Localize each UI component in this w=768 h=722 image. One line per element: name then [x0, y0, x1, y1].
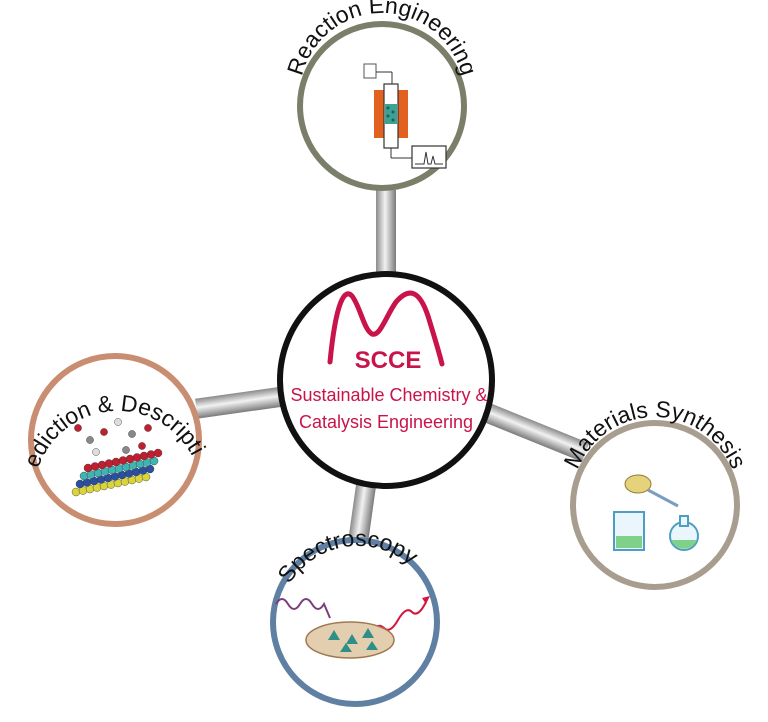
- surface-atom: [79, 471, 89, 481]
- light-sample-icon: [275, 596, 430, 659]
- hub-title-line-2: Catalysis Engineering: [299, 412, 473, 432]
- connector-prediction: [195, 385, 293, 419]
- molecule-atom: [128, 430, 136, 438]
- surface-atom: [104, 459, 114, 468]
- hub-logo-text: SCCE: [355, 347, 422, 374]
- surface-atom: [97, 460, 107, 470]
- surface-atom: [139, 451, 149, 461]
- surface-atom: [83, 463, 93, 473]
- node-reaction-engineering: Reaction Engineering: [282, 0, 482, 191]
- connector-materials: [470, 398, 590, 462]
- surface-atom: [132, 453, 142, 462]
- molecule-atom: [138, 442, 146, 450]
- node-circle: [28, 353, 202, 527]
- surface-atom: [90, 462, 100, 471]
- hub-circle: [277, 271, 495, 489]
- connector-reaction: [376, 190, 396, 282]
- double-peak-curve-icon: [327, 290, 445, 367]
- molecule-atom: [74, 424, 82, 432]
- molecule-atom: [92, 448, 100, 456]
- molecules-surface-icon: [71, 418, 163, 497]
- surface-atom: [118, 456, 128, 465]
- connectors: [195, 190, 590, 556]
- molecule-atom: [100, 428, 108, 436]
- molecule-atom: [144, 424, 152, 432]
- surface-atom: [75, 479, 85, 489]
- connector-spectroscopy: [346, 472, 378, 556]
- node-spectroscopy: Spectroscopy: [270, 525, 440, 707]
- node-materials-synthesis: Materials Synthesis: [558, 396, 752, 590]
- node-prediction-description: Prediction & Description: [0, 0, 211, 527]
- hub-title-line-1: Sustainable Chemistry &: [290, 385, 487, 405]
- molecule-atom: [114, 418, 122, 426]
- molecule-atom: [122, 446, 130, 454]
- surface-atom: [153, 448, 163, 458]
- surface-atom: [125, 454, 135, 464]
- labware-icon: [613, 474, 699, 551]
- hub: SCCE Sustainable Chemistry & Catalysis E…: [277, 271, 495, 489]
- surface-atom: [111, 457, 121, 467]
- node-circle: [570, 420, 740, 590]
- reactor-icon: [363, 63, 447, 169]
- surface-atom: [71, 487, 81, 497]
- surface-atom: [146, 450, 156, 459]
- molecule-atom: [86, 436, 94, 444]
